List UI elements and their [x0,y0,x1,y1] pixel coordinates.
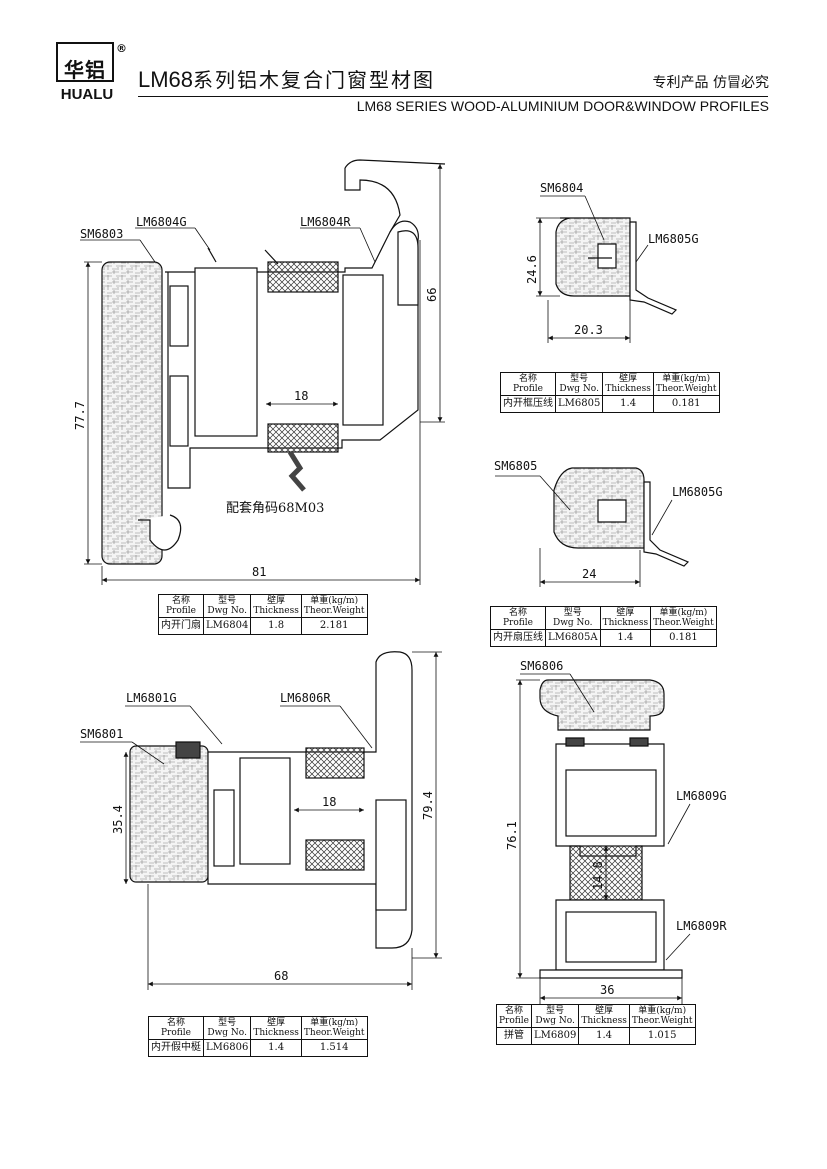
coupler-insulation-dim: 14.8 [591,861,605,890]
mullion-insulation-dim: 18 [322,795,336,809]
spec-dwg: LM6805A [545,629,601,647]
coupler-profile-label: LM6809R [676,919,727,933]
coupler-gasket-label: LM6809G [676,789,727,803]
bead-a-wood-label: SM6804 [540,181,583,195]
sash-profile-label: LM6804R [300,215,351,229]
spec-weight: 1.514 [300,1039,368,1057]
coupler-drawing [539,679,683,979]
title-prefix: LM68 [138,67,194,92]
spec-thickness: 1.4 [250,1039,302,1057]
coupler-width-dim: 36 [600,983,614,997]
logo-chinese-text: 华铝 [64,58,106,82]
spec-weight: 2.181 [300,617,368,635]
page-subtitle: LM68 SERIES WOOD-ALUMINIUM DOOR&WINDOW P… [356,98,769,114]
bead-b-gasket-label: LM6805G [672,485,723,499]
bead-a-dimensions [536,195,649,343]
sash-right-height-dim: 66 [425,288,439,302]
bead-b-drawing [553,467,690,567]
mullion-gasket-label: LM6801G [126,691,177,705]
sash-gasket-label: LM6804G [136,215,187,229]
spec-weight: 1.015 [628,1027,696,1045]
mullion-drawing [129,651,413,949]
patent-notice: 专利产品 仿冒必究 [652,75,769,91]
spec-name: 拼管 [496,1027,532,1045]
mullion-width-dim: 68 [274,969,288,983]
spec-name: 内开门扇 [158,617,204,635]
coupler-dimensions [516,673,691,1004]
coupler-wood-label: SM6806 [520,659,563,673]
page-title: LM68系列铝木复合门窗型材图 [138,64,435,93]
spec-name: 内开框压线 [500,395,556,413]
logo-box [56,42,114,82]
sash-dimensions [80,164,445,585]
bead-a-width-dim: 20.3 [574,323,603,337]
sash-wood-label: SM6803 [80,227,123,241]
bead-b-width-dim: 24 [582,567,596,581]
spec-thickness: 1.8 [250,617,302,635]
spec-dwg: LM6806 [202,1039,252,1057]
spec-thickness: 1.4 [578,1027,630,1045]
spec-weight: 0.181 [650,629,717,647]
mullion-profile-label: LM6806R [280,691,331,705]
spec-thickness: 1.4 [602,395,654,413]
sash-insulation-bottom [267,423,339,453]
coupler-height-dim: 76.1 [505,821,519,850]
mullion-insulation-bottom [305,839,365,871]
spec-dwg: LM6804 [202,617,252,635]
spec-name: 内开假中梃 [148,1039,204,1057]
header-divider [138,96,768,97]
bead-a-gasket-label: LM6805G [648,232,699,246]
bead-b-dimensions [495,475,673,587]
title-chinese: 系列铝木复合门窗型材图 [193,68,436,92]
spec-dwg: LM6805 [554,395,604,413]
sash-insulation-top [267,261,339,293]
sash-insulation-dim: 18 [294,389,308,403]
bead-b-wood-label: SM6805 [494,459,537,473]
sash-corner-note: 配套角码68M03 [226,500,324,516]
mullion-insulation-top [305,747,365,779]
spec-dwg: LM6809 [530,1027,580,1045]
bead-a-drawing [555,217,678,315]
sash-height-dim: 77.7 [73,401,87,430]
sash-width-dim: 81 [252,565,266,579]
logo-english-text: HUALU [60,86,114,103]
sash-drawing [101,159,446,565]
mullion-wood-height-dim: 35.4 [111,805,125,834]
bead-a-height-dim: 24.6 [525,255,539,284]
sash-wood-block [101,261,163,565]
mullion-dimensions [80,651,442,990]
spec-thickness: 1.4 [599,629,652,647]
spec-weight: 0.181 [652,395,720,413]
mullion-wood-label: SM6801 [80,727,123,741]
hualu-logo: 华铝 HUALU [52,40,122,106]
registered-mark: ® [116,42,127,55]
mullion-height-dim: 79.4 [421,791,435,820]
spec-name: 内开扇压线 [490,629,546,647]
